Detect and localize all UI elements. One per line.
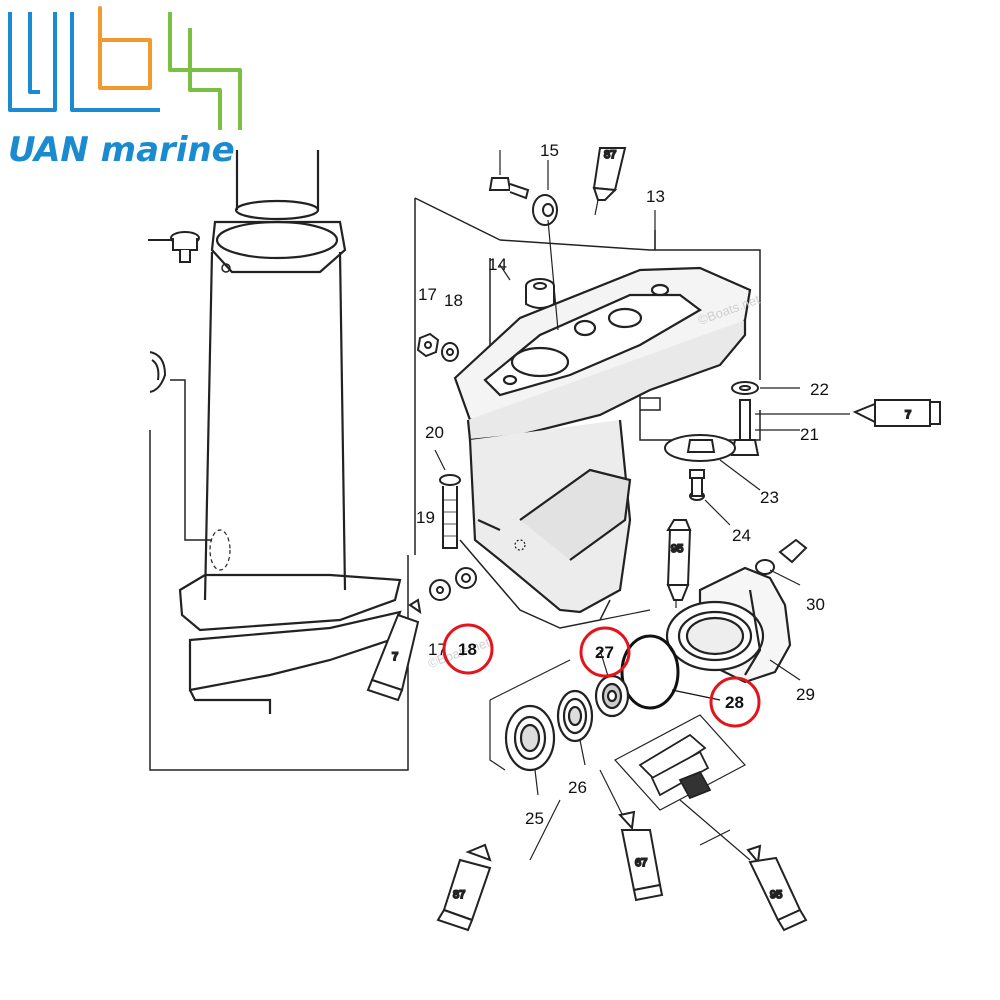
grease-tube-95-bottom: 95	[746, 844, 808, 932]
part-14-bushing	[499, 264, 555, 309]
callout-29-c29: 29	[796, 685, 815, 704]
callout-17-c17b: 17	[428, 640, 447, 659]
part-19-stud	[434, 449, 458, 549]
part-20-washer	[439, 474, 461, 486]
highlight-circle-18	[442, 623, 494, 675]
tube-label-7-right: 7	[905, 409, 911, 421]
tube-label-87-bottom: 87	[453, 889, 465, 901]
callout-22-c22: 22	[810, 380, 829, 399]
shift-pin-kit	[614, 714, 746, 811]
callout-28-c28: 28	[725, 693, 744, 712]
callout-24-c24: 24	[732, 526, 751, 545]
highlight-circle-28	[709, 676, 761, 728]
part-30-bolt	[755, 538, 808, 586]
callout-14-c14: 14	[488, 255, 507, 274]
part-18-washer-bottom	[455, 567, 477, 589]
callout-18-c18b: 18	[458, 640, 477, 659]
housing-plug-bolt	[148, 231, 200, 263]
callout-27-c27: 27	[595, 643, 614, 662]
grease-tube-67: 67	[618, 810, 664, 902]
highlight-circles	[442, 623, 761, 728]
part-15-washer	[532, 160, 558, 226]
part-26-bearing	[556, 689, 594, 766]
callout-25-c25: 25	[525, 809, 544, 828]
part-23-anode	[664, 434, 761, 491]
part-27-oil-seal	[594, 649, 630, 718]
grease-tube-95-mid: 95	[666, 519, 692, 608]
tube-label-7-left: 7	[392, 651, 398, 663]
gear-housing	[453, 266, 752, 629]
callout-18-c18a: 18	[444, 291, 463, 310]
callout-23-c23: 23	[760, 488, 779, 507]
part-22-washer	[731, 381, 800, 395]
part-29-bearing-housing	[665, 566, 801, 684]
grease-tube-7-right: 7	[852, 399, 941, 427]
callout-19-c19: 19	[416, 508, 435, 527]
callout-17-c17a: 17	[418, 285, 437, 304]
tube-label-67: 67	[635, 857, 647, 869]
part-17-nut-bottom	[429, 579, 451, 601]
part-25-bearing	[504, 704, 556, 796]
callout-labels: 13 14 15 17 18 20 19 22 21 23 24 30 29 17 18 27 28 25 26	[416, 141, 829, 828]
highlight-circle-27	[579, 626, 631, 678]
tube-label-95-mid: 95	[671, 543, 683, 555]
grease-tube-87-bottom: 87	[436, 843, 492, 932]
callout-21-c21: 21	[800, 425, 819, 444]
callout-20-c20: 20	[425, 423, 444, 442]
tube-label-87-top: 87	[604, 149, 616, 161]
tube-label-95-bottom: 95	[770, 889, 782, 901]
lower-group-lines	[489, 609, 751, 861]
midsection-housing	[178, 150, 402, 714]
grease-tube-87-top: 87	[592, 147, 627, 216]
brand-logo-text: UAN marine	[8, 130, 235, 170]
part-18-washer-top	[441, 342, 459, 362]
part-21-screw	[730, 399, 850, 456]
top-bolt	[488, 150, 530, 200]
part-24-screw	[689, 469, 731, 526]
housing-grommet	[149, 351, 167, 393]
callout-15-c15: 15	[540, 141, 559, 160]
part-17-nut-top	[416, 332, 440, 358]
brand-logo-mark	[8, 6, 242, 130]
callout-26-c26: 26	[568, 778, 587, 797]
grease-tube-7-left: 7	[366, 598, 422, 702]
callout-30-c30: 30	[806, 595, 825, 614]
callout-13-c13: 13	[646, 187, 665, 206]
